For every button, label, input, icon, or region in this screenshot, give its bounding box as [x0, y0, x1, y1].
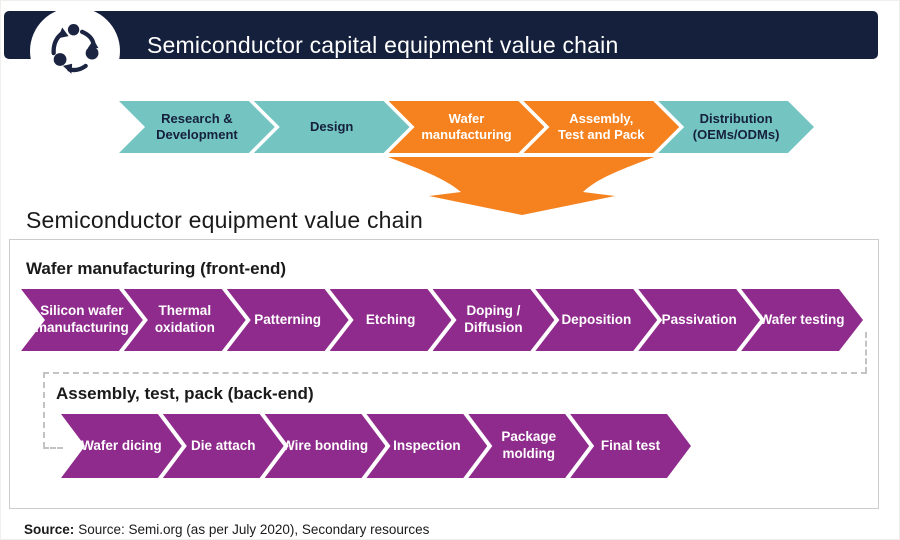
page-title: Semiconductor capital equipment value ch…: [147, 32, 619, 58]
chevron-stage-wafer-dicing: Wafer dicing: [61, 414, 182, 478]
dashed-connector-right: [865, 332, 867, 373]
chevron-stage-label: Deposition: [561, 311, 632, 327]
chevron-stage-label: Silicon wafer manufacturing: [35, 303, 129, 335]
chevron-stage-label: Distribution (OEMs/ODMs): [692, 110, 780, 142]
chevron-stage-research-development: Research & Development: [119, 101, 275, 153]
chevron-stage-label: Thermal oxidation: [154, 303, 215, 335]
chevron-stage-label: Assembly, Test and Pack: [558, 110, 645, 142]
front-end-chevron-row: Silicon wafer manufacturing Thermal oxida…: [21, 289, 863, 351]
source-prefix: Source:: [24, 522, 75, 537]
back-end-label: Assembly, test, pack (back-end): [56, 384, 314, 403]
front-end-label: Wafer manufacturing (front-end): [26, 259, 287, 278]
chevron-stage-label: Wafer manufacturing: [421, 110, 512, 142]
chevron-stage-label: Wafer testing: [759, 311, 845, 327]
chevron-stage-label: Patterning: [254, 311, 322, 327]
funnel-down-arrow: [388, 157, 654, 215]
chevron-stage-design: Design: [254, 101, 410, 153]
chevron-stage-final-test: Final test: [570, 414, 691, 478]
capital-equipment-chain-row: Research & Development Design Wafer manufa…: [119, 101, 814, 153]
cycle-arrows-icon: [51, 23, 99, 74]
chevron-stage-label: Wire bonding: [282, 437, 369, 453]
logo-badge: [30, 7, 120, 95]
chevron-stage-assembly-test-and-pack: Assembly, Test and Pack: [523, 101, 679, 153]
chevron-stage-wire-bonding: Wire bonding: [265, 414, 386, 478]
header-bar: Semiconductor capital equipment value ch…: [4, 7, 878, 95]
dashed-connector-top: [43, 372, 867, 374]
chevron-stage-label: Final test: [600, 437, 661, 453]
chevron-stage-distribution-oems-odms: Distribution (OEMs/ODMs): [658, 101, 814, 153]
chevron-stage-label: Design: [310, 118, 354, 134]
chevron-stage-label: Wafer dicing: [81, 437, 162, 453]
chevron-stage-label: Doping / Diffusion: [464, 303, 523, 335]
chevron-stage-label: Passivation: [661, 311, 737, 327]
dashed-connector-left: [43, 372, 45, 448]
source-text: Source: Semi.org (as per July 2020), Sec…: [78, 522, 430, 537]
chevron-stage-label: Etching: [365, 311, 416, 327]
chevron-stage-label: Package molding: [501, 429, 557, 461]
section-heading: Semiconductor equipment value chain: [26, 207, 423, 233]
chevron-stage-label: Inspection: [393, 437, 461, 453]
chevron-stage-label: Research & Development: [156, 110, 238, 142]
chevron-stage-label: Die attach: [190, 437, 256, 453]
dashed-connector-entry: [43, 447, 63, 449]
chevron-stage-wafer-manufacturing: Wafer manufacturing: [389, 101, 545, 153]
source-note: Source:Source: Semi.org (as per July 202…: [24, 522, 429, 537]
back-end-chevron-row: Wafer dicing Die attach Wire bonding Inspec…: [61, 414, 691, 478]
chevron-stage-silicon-wafer-manufacturing: Silicon wafer manufacturing: [21, 289, 143, 351]
